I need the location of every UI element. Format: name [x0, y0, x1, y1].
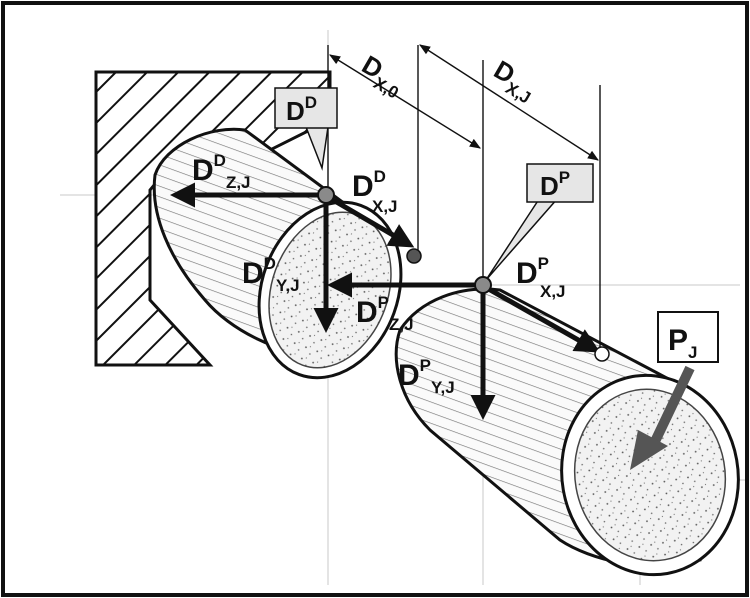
distal-force-arrows — [170, 182, 415, 333]
pj-callout-box — [657, 311, 719, 363]
node-dd — [317, 186, 335, 204]
proximal-bone-marrow — [573, 388, 727, 562]
load-arrow-pj — [630, 365, 695, 470]
arrow-dp-xj — [483, 284, 601, 353]
arrow-dd-xj — [326, 194, 415, 248]
label-dp-box: DP — [540, 168, 570, 201]
label-dpyj: DPY,J — [398, 356, 455, 397]
label-ddzj: DDZ,J — [192, 151, 251, 192]
label-pj-box: PJ — [668, 324, 697, 362]
node-dp — [474, 276, 492, 294]
dp-callout-box — [526, 163, 594, 203]
label-ddyj: DDY,J — [242, 254, 300, 295]
node-dd-xj-end — [406, 248, 422, 264]
node-dp-xj-end — [594, 346, 610, 362]
proximal-force-arrows — [327, 272, 601, 420]
label-dpzj: DPZ,J — [356, 293, 414, 334]
label-dd-box: DD — [286, 93, 317, 126]
dd-callout-box — [274, 87, 338, 129]
